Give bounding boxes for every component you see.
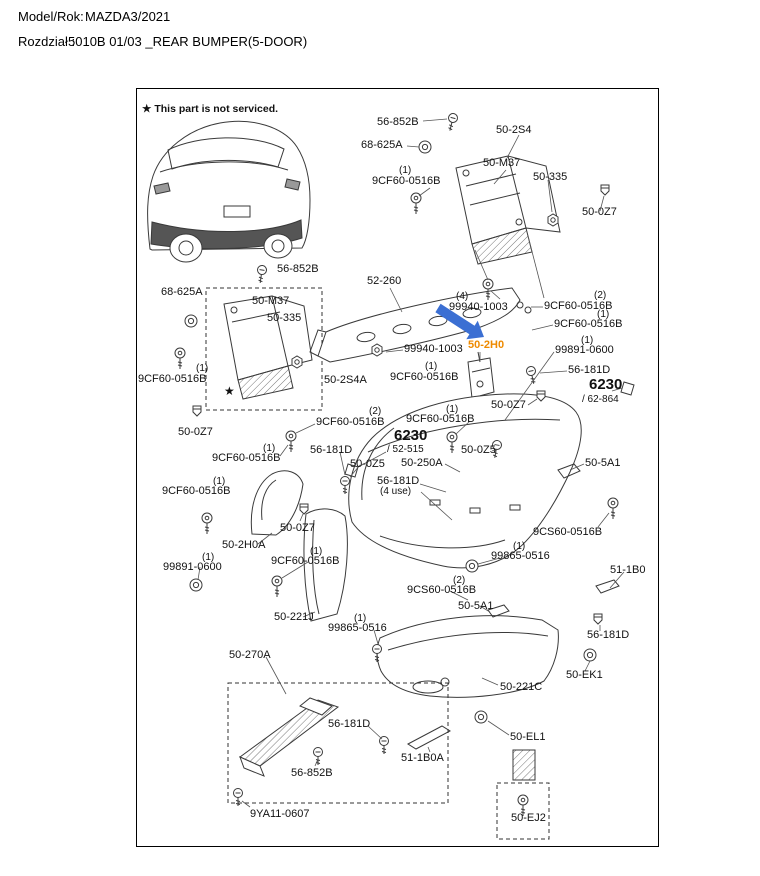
chapter-label: Rozdział : bbox=[18, 34, 76, 49]
highlight-arrow bbox=[435, 303, 484, 340]
bracket-50-2H0A bbox=[250, 470, 304, 536]
car-illustration bbox=[147, 120, 311, 263]
part-50-EJ2-box bbox=[496, 749, 550, 840]
bumper-reinforcement-beam bbox=[309, 287, 521, 363]
leader-lines bbox=[197, 118, 625, 808]
bracket-50-5A1-right bbox=[557, 463, 581, 479]
bumper-lower-piece bbox=[376, 615, 559, 698]
clip-6230-left bbox=[344, 463, 359, 478]
clip-6230-right bbox=[620, 381, 635, 396]
bumper-cover-upper bbox=[348, 393, 582, 569]
bracket-50-5A1-center bbox=[487, 604, 510, 618]
model-value: MAZDA3/2021 bbox=[85, 9, 171, 24]
model-label: Model/Rok: bbox=[18, 9, 84, 24]
bracket-50-2H0 bbox=[467, 351, 495, 399]
bracket-assembly-left bbox=[205, 287, 323, 411]
bumper-side-piece bbox=[303, 508, 348, 622]
lower-trim-assembly bbox=[227, 682, 449, 804]
bracket-assembly-upper bbox=[455, 155, 561, 265]
diagram-border bbox=[136, 88, 659, 847]
bracket-51-1B0 bbox=[595, 579, 620, 594]
fasteners bbox=[174, 112, 619, 817]
chapter-value: 5010B 01/03 _REAR BUMPER(5-DOOR) bbox=[68, 34, 308, 49]
strip-51-1B0A bbox=[406, 725, 452, 750]
